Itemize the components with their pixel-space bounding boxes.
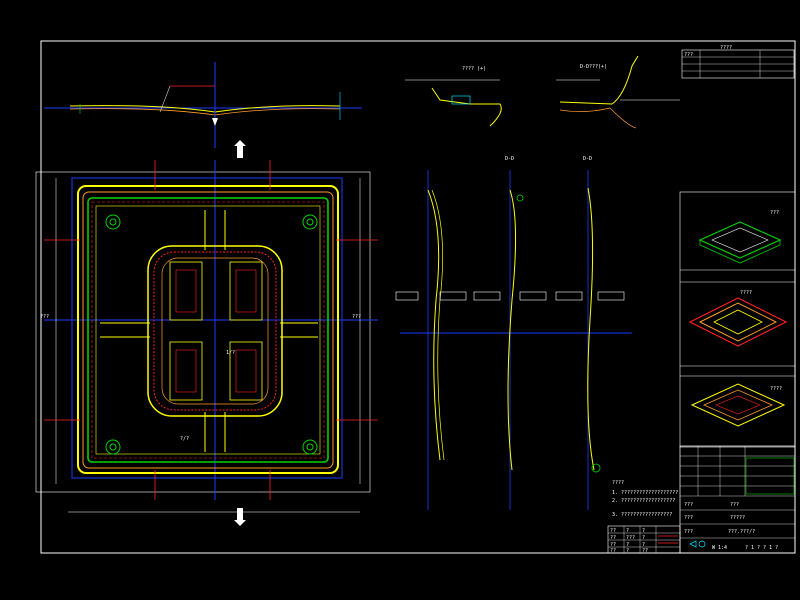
notes-line-3: 3. ?????????????????: [612, 512, 672, 518]
rev-row-1-a: ??: [610, 528, 616, 534]
revision-table-header: ????: [720, 45, 732, 51]
rev-row-3-a: ??: [610, 542, 616, 548]
section-detail-views: ???? (+) D-D???(+): [405, 55, 680, 129]
projection-icon: [689, 540, 706, 548]
iso-label-2: ????: [740, 290, 752, 296]
plan-scale-b: 1/?: [226, 350, 235, 356]
iso-label-1: ???: [770, 210, 779, 216]
rev-row-4-b: ?: [626, 548, 629, 554]
isometric-panels: ??? ???? ????: [679, 191, 796, 448]
section-label-left: ???? (+): [462, 66, 486, 72]
iso-view-1: ???: [698, 210, 782, 264]
title-cell-3: ???: [684, 529, 693, 535]
title-drawing-no: ???.???/?: [728, 529, 755, 535]
title-block: ??? ????? ???.???/? ??? ??? ??? W 1:4 ? …: [607, 445, 796, 554]
plan-right-dimension: ???: [352, 314, 361, 320]
rev-row-4-c: ??: [642, 548, 648, 554]
profile-label-1: D-D: [505, 156, 514, 162]
title-scale: W 1:4: [712, 545, 727, 551]
title-cell-2: ???: [684, 515, 693, 521]
top-elevation-view: [44, 62, 362, 148]
profile-sections: D-D D-D: [395, 156, 632, 510]
iso-label-3: ????: [770, 386, 782, 392]
plan-left-dimension: ???: [40, 314, 49, 320]
rev-row-2-a: ??: [610, 535, 616, 541]
profile-label-2: D-D: [583, 156, 592, 162]
iso-view-3: ????: [690, 383, 786, 427]
notes-line-2: 2. ??????????????????: [612, 498, 675, 504]
rev-row-3-c: ?: [642, 542, 645, 548]
section-label-right: D-D???(+): [580, 64, 607, 70]
notes-block: ???? 1. ??????????????????? 2. ?????????…: [612, 480, 678, 518]
revision-table: ???? ???: [681, 45, 795, 79]
title-sheet: ? 1 ? ? 1 ?: [745, 545, 778, 551]
plan-scale-a: ?/?: [180, 436, 189, 442]
rev-row-1-b: ?: [626, 528, 629, 534]
title-company: ???: [730, 502, 739, 508]
notes-heading: ????: [612, 480, 624, 486]
rev-row-3-b: ?: [626, 542, 629, 548]
rev-row-2-b: ???: [626, 535, 635, 541]
iso-view-2: ????: [688, 290, 788, 347]
title-drawing-name: ?????: [730, 515, 745, 521]
notes-line-1: 1. ???????????????????: [612, 490, 678, 496]
rev-row-2-c: ?: [642, 535, 645, 541]
revision-table-small: ???: [684, 52, 693, 58]
title-cell-1: ???: [684, 502, 693, 508]
rev-row-1-c: ?: [642, 528, 645, 534]
plan-view: ??? ??? ?/? 1/?: [35, 140, 378, 526]
rev-row-4-a: ??: [610, 548, 616, 554]
